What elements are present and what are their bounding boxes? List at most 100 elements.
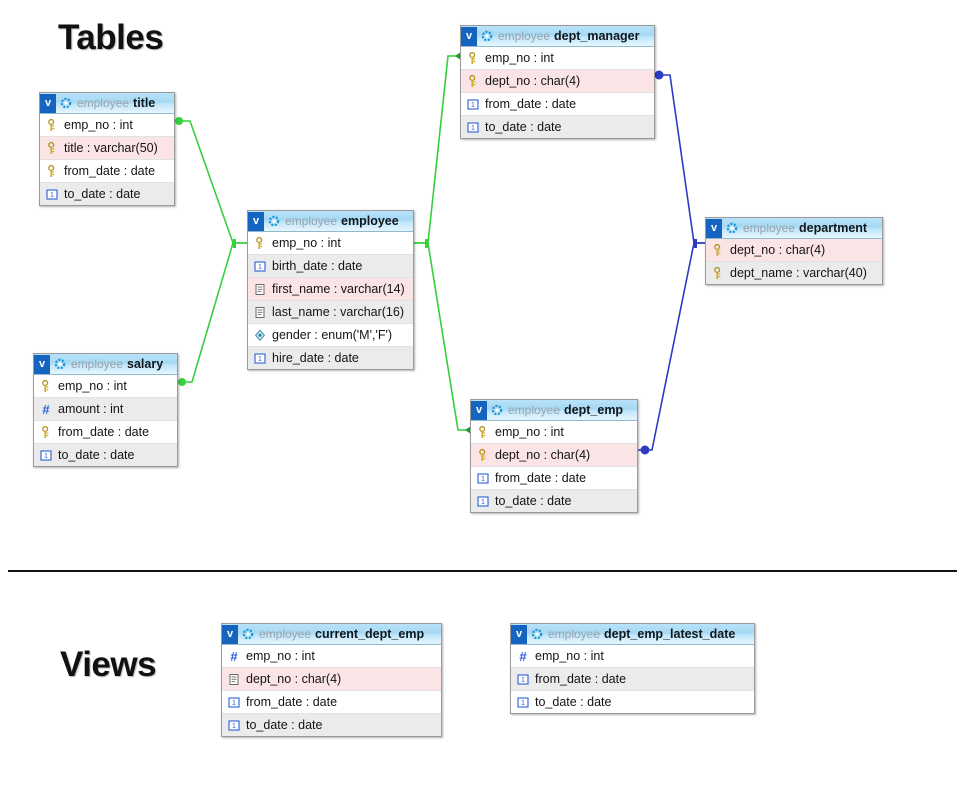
key-icon: [48, 118, 55, 131]
relationship-line-dept-manager-department: [654, 70, 706, 248]
number-icon: #: [230, 648, 238, 664]
column-label: from_date : date: [64, 164, 156, 178]
entity-column-row[interactable]: # amount : int: [34, 398, 177, 421]
entity-column-row[interactable]: #emp_no : int: [222, 645, 441, 668]
view-badge-icon: v: [40, 93, 56, 113]
column-label: from_date : date: [246, 695, 338, 709]
relationship-line-employee-dept-manager: [414, 52, 461, 248]
column-label: emp_no : int: [535, 649, 604, 663]
column-label: emp_no : int: [58, 379, 127, 393]
text-icon: [229, 673, 239, 685]
column-label: from_date : date: [58, 425, 150, 439]
entity-schema-name: employee: [548, 627, 601, 641]
entity-column-row[interactable]: last_name : varchar(16): [248, 301, 413, 324]
column-label: from_date : date: [485, 97, 577, 111]
date-icon: 1: [467, 121, 479, 133]
key-icon: [469, 51, 476, 64]
view-badge-icon: v: [706, 218, 722, 238]
text-icon: [255, 306, 265, 318]
column-label: title : varchar(50): [64, 141, 158, 155]
date-icon: 1: [517, 673, 529, 685]
entity-column-row[interactable]: emp_no : int: [40, 114, 174, 137]
entity-schema-name: employee: [285, 214, 338, 228]
entity-column-row[interactable]: 1 to_date : date: [34, 444, 177, 466]
entity-column-row[interactable]: dept_name : varchar(40): [706, 262, 882, 284]
entity-column-row[interactable]: from_date : date: [34, 421, 177, 444]
entity-column-row[interactable]: #emp_no : int: [511, 645, 754, 668]
entity-column-row[interactable]: title : varchar(50): [40, 137, 174, 160]
column-label: dept_no : char(4): [495, 448, 591, 462]
entity-table-name: dept_manager: [554, 29, 640, 43]
column-label: amount : int: [58, 402, 124, 416]
column-label: last_name : varchar(16): [272, 305, 405, 319]
entity-schema-name: employee: [743, 221, 796, 235]
svg-text:1: 1: [258, 356, 262, 363]
relationship-line-employee-dept-emp: [414, 242, 471, 434]
gear-icon: [54, 358, 66, 370]
section-divider: [8, 570, 957, 572]
entity-column-row[interactable]: 1 from_date : date: [461, 93, 654, 116]
column-label: hire_date : date: [272, 351, 359, 365]
entity-column-row[interactable]: emp_no : int: [471, 421, 637, 444]
entity-column-row[interactable]: from_date : date: [40, 160, 174, 183]
entity-column-row[interactable]: dept_no : char(4): [222, 668, 441, 691]
entity-table-name: title: [133, 96, 156, 110]
entity-column-row[interactable]: dept_no : char(4): [471, 444, 637, 467]
entity-column-row[interactable]: dept_no : char(4): [461, 70, 654, 93]
svg-text:1: 1: [471, 125, 475, 132]
gear-icon: [531, 628, 543, 640]
relationship-line-salary-employee: [178, 242, 247, 386]
svg-text:1: 1: [521, 677, 525, 684]
entity-table-name: current_dept_emp: [315, 627, 425, 641]
entity-column-row[interactable]: gender : enum('M','F'): [248, 324, 413, 347]
entity-schema-name: employee: [77, 96, 130, 110]
entity-column-row[interactable]: emp_no : int: [34, 375, 177, 398]
key-icon: [714, 243, 721, 256]
svg-text:1: 1: [232, 700, 236, 707]
key-icon: [479, 425, 486, 438]
entity-column-row[interactable]: emp_no : int: [461, 47, 654, 70]
svg-text:1: 1: [50, 192, 54, 199]
svg-text:1: 1: [44, 453, 48, 460]
entity-schema-name: employee: [71, 357, 124, 371]
column-label: emp_no : int: [485, 51, 554, 65]
entity-column-row[interactable]: first_name : varchar(14): [248, 278, 413, 301]
view-badge-icon: v: [511, 624, 527, 644]
entity-schema-name: employee: [498, 29, 551, 43]
column-label: to_date : date: [58, 448, 135, 462]
number-icon: #: [42, 401, 50, 417]
entity-column-row[interactable]: dept_no : char(4): [706, 239, 882, 262]
gear-icon: [491, 404, 503, 416]
view-badge-icon: v: [34, 354, 50, 374]
svg-text:1: 1: [471, 102, 475, 109]
svg-text:1: 1: [481, 476, 485, 483]
entity-column-row[interactable]: 1 from_date : date: [222, 691, 441, 714]
entity-column-row[interactable]: emp_no : int: [248, 232, 413, 255]
entity-column-row[interactable]: 1 hire_date : date: [248, 347, 413, 369]
date-icon: 1: [228, 696, 240, 708]
